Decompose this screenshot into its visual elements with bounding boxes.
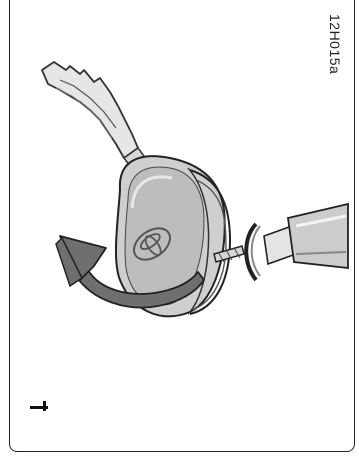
step-number-icon bbox=[28, 392, 50, 422]
key-illustration bbox=[20, 40, 350, 340]
screwdriver-icon bbox=[214, 204, 348, 280]
